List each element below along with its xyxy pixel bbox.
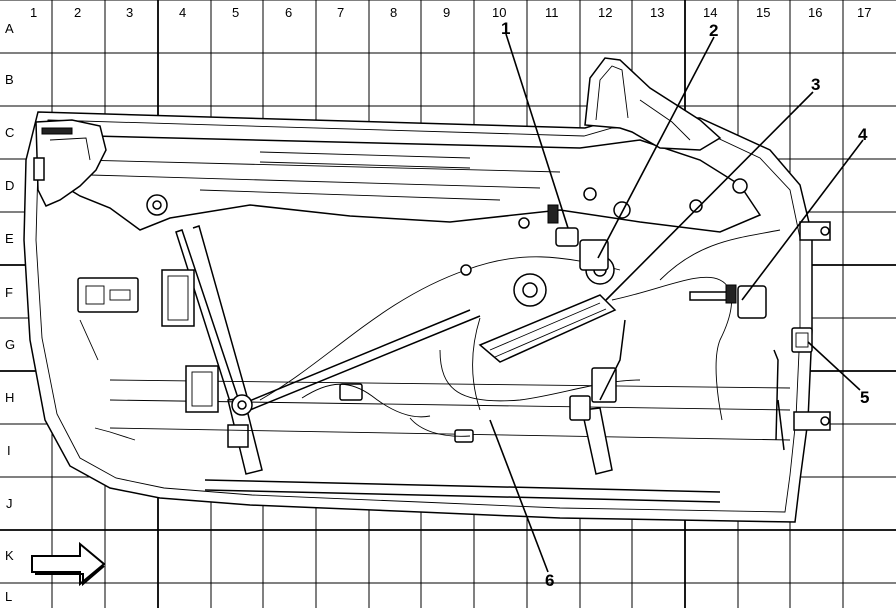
mirror-bracket (584, 57, 722, 151)
row-label: I (7, 443, 11, 458)
upper-rear-bracket (799, 221, 831, 241)
column-label: 2 (74, 5, 81, 20)
callouts: 1 2 3 4 5 6 (501, 19, 869, 590)
row-label: D (5, 178, 14, 193)
column-label: 8 (390, 5, 397, 20)
row-label: G (5, 337, 15, 352)
column-label: 13 (650, 5, 664, 20)
callout-leaders (489, 33, 864, 573)
column-label: 17 (857, 5, 871, 20)
row-labels: A B C D E F G H I J K L (5, 21, 15, 604)
rear-window-guide (581, 407, 613, 475)
callout-6: 6 (545, 571, 554, 590)
row-label: F (5, 285, 13, 300)
row-label: C (5, 125, 14, 140)
column-label: 16 (808, 5, 822, 20)
row-label: K (5, 548, 14, 563)
column-label: 7 (337, 5, 344, 20)
column-label: 15 (756, 5, 770, 20)
lower-rear-bracket (793, 411, 831, 431)
leader-line-5 (807, 341, 861, 391)
front-direction-arrow-icon (31, 541, 106, 587)
leader-line-1 (505, 33, 569, 229)
leader-line-2 (597, 36, 715, 259)
window-regulator-arm (241, 309, 471, 405)
row-label: E (5, 231, 14, 246)
column-label: 14 (703, 5, 717, 20)
callout-1: 1 (501, 19, 510, 38)
callout-3: 3 (811, 75, 820, 94)
callout-2: 2 (709, 21, 718, 40)
row-label: H (5, 390, 14, 405)
callout-4: 4 (858, 125, 868, 144)
rear-connector (791, 327, 813, 353)
column-label: 3 (126, 5, 133, 20)
row-label: B (5, 72, 14, 87)
column-label: 5 (232, 5, 239, 20)
column-label: 11 (545, 5, 559, 20)
upper-door-beam (51, 134, 762, 233)
lock-actuator (737, 285, 767, 319)
row-label: J (6, 496, 13, 511)
leader-line-3 (605, 91, 814, 301)
window-motor-body (478, 294, 617, 363)
callout-5: 5 (860, 388, 869, 407)
column-label: 9 (443, 5, 450, 20)
front-hinge-bracket (35, 119, 107, 207)
door-inner-edge (35, 119, 801, 513)
column-label: 6 (285, 5, 292, 20)
column-label: 1 (30, 5, 37, 20)
column-label: 10 (492, 5, 506, 20)
column-label: 12 (598, 5, 612, 20)
row-label: L (5, 589, 12, 604)
column-labels: 1 2 3 4 5 6 7 8 9 10 11 12 13 14 15 16 1… (30, 5, 871, 20)
leader-line-4 (741, 139, 864, 301)
column-label: 4 (179, 5, 186, 20)
door-latch-left (77, 277, 139, 313)
door-panel-drawing (23, 57, 831, 523)
row-label: A (5, 21, 14, 36)
leader-line-6 (489, 419, 549, 573)
